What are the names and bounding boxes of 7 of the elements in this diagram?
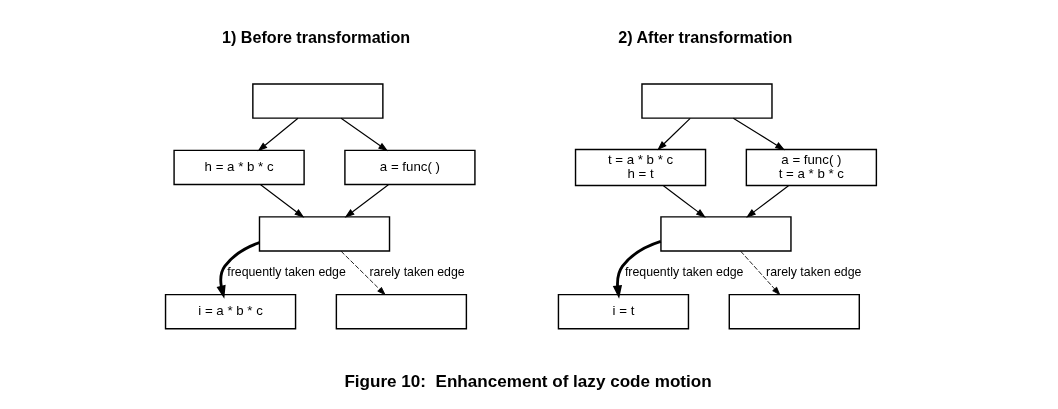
edge-label: rarely taken edge — [765, 265, 861, 280]
edge-label: frequently taken edge — [226, 265, 346, 280]
edge-label: rarely taken edge — [368, 265, 465, 280]
label: 2) After transformation — [617, 27, 792, 46]
edge-label: frequently taken edge — [624, 265, 743, 280]
caption: Figure 10: Enhancement of lazy code motion — [343, 372, 712, 392]
label: 1) Before transformation — [221, 27, 410, 46]
